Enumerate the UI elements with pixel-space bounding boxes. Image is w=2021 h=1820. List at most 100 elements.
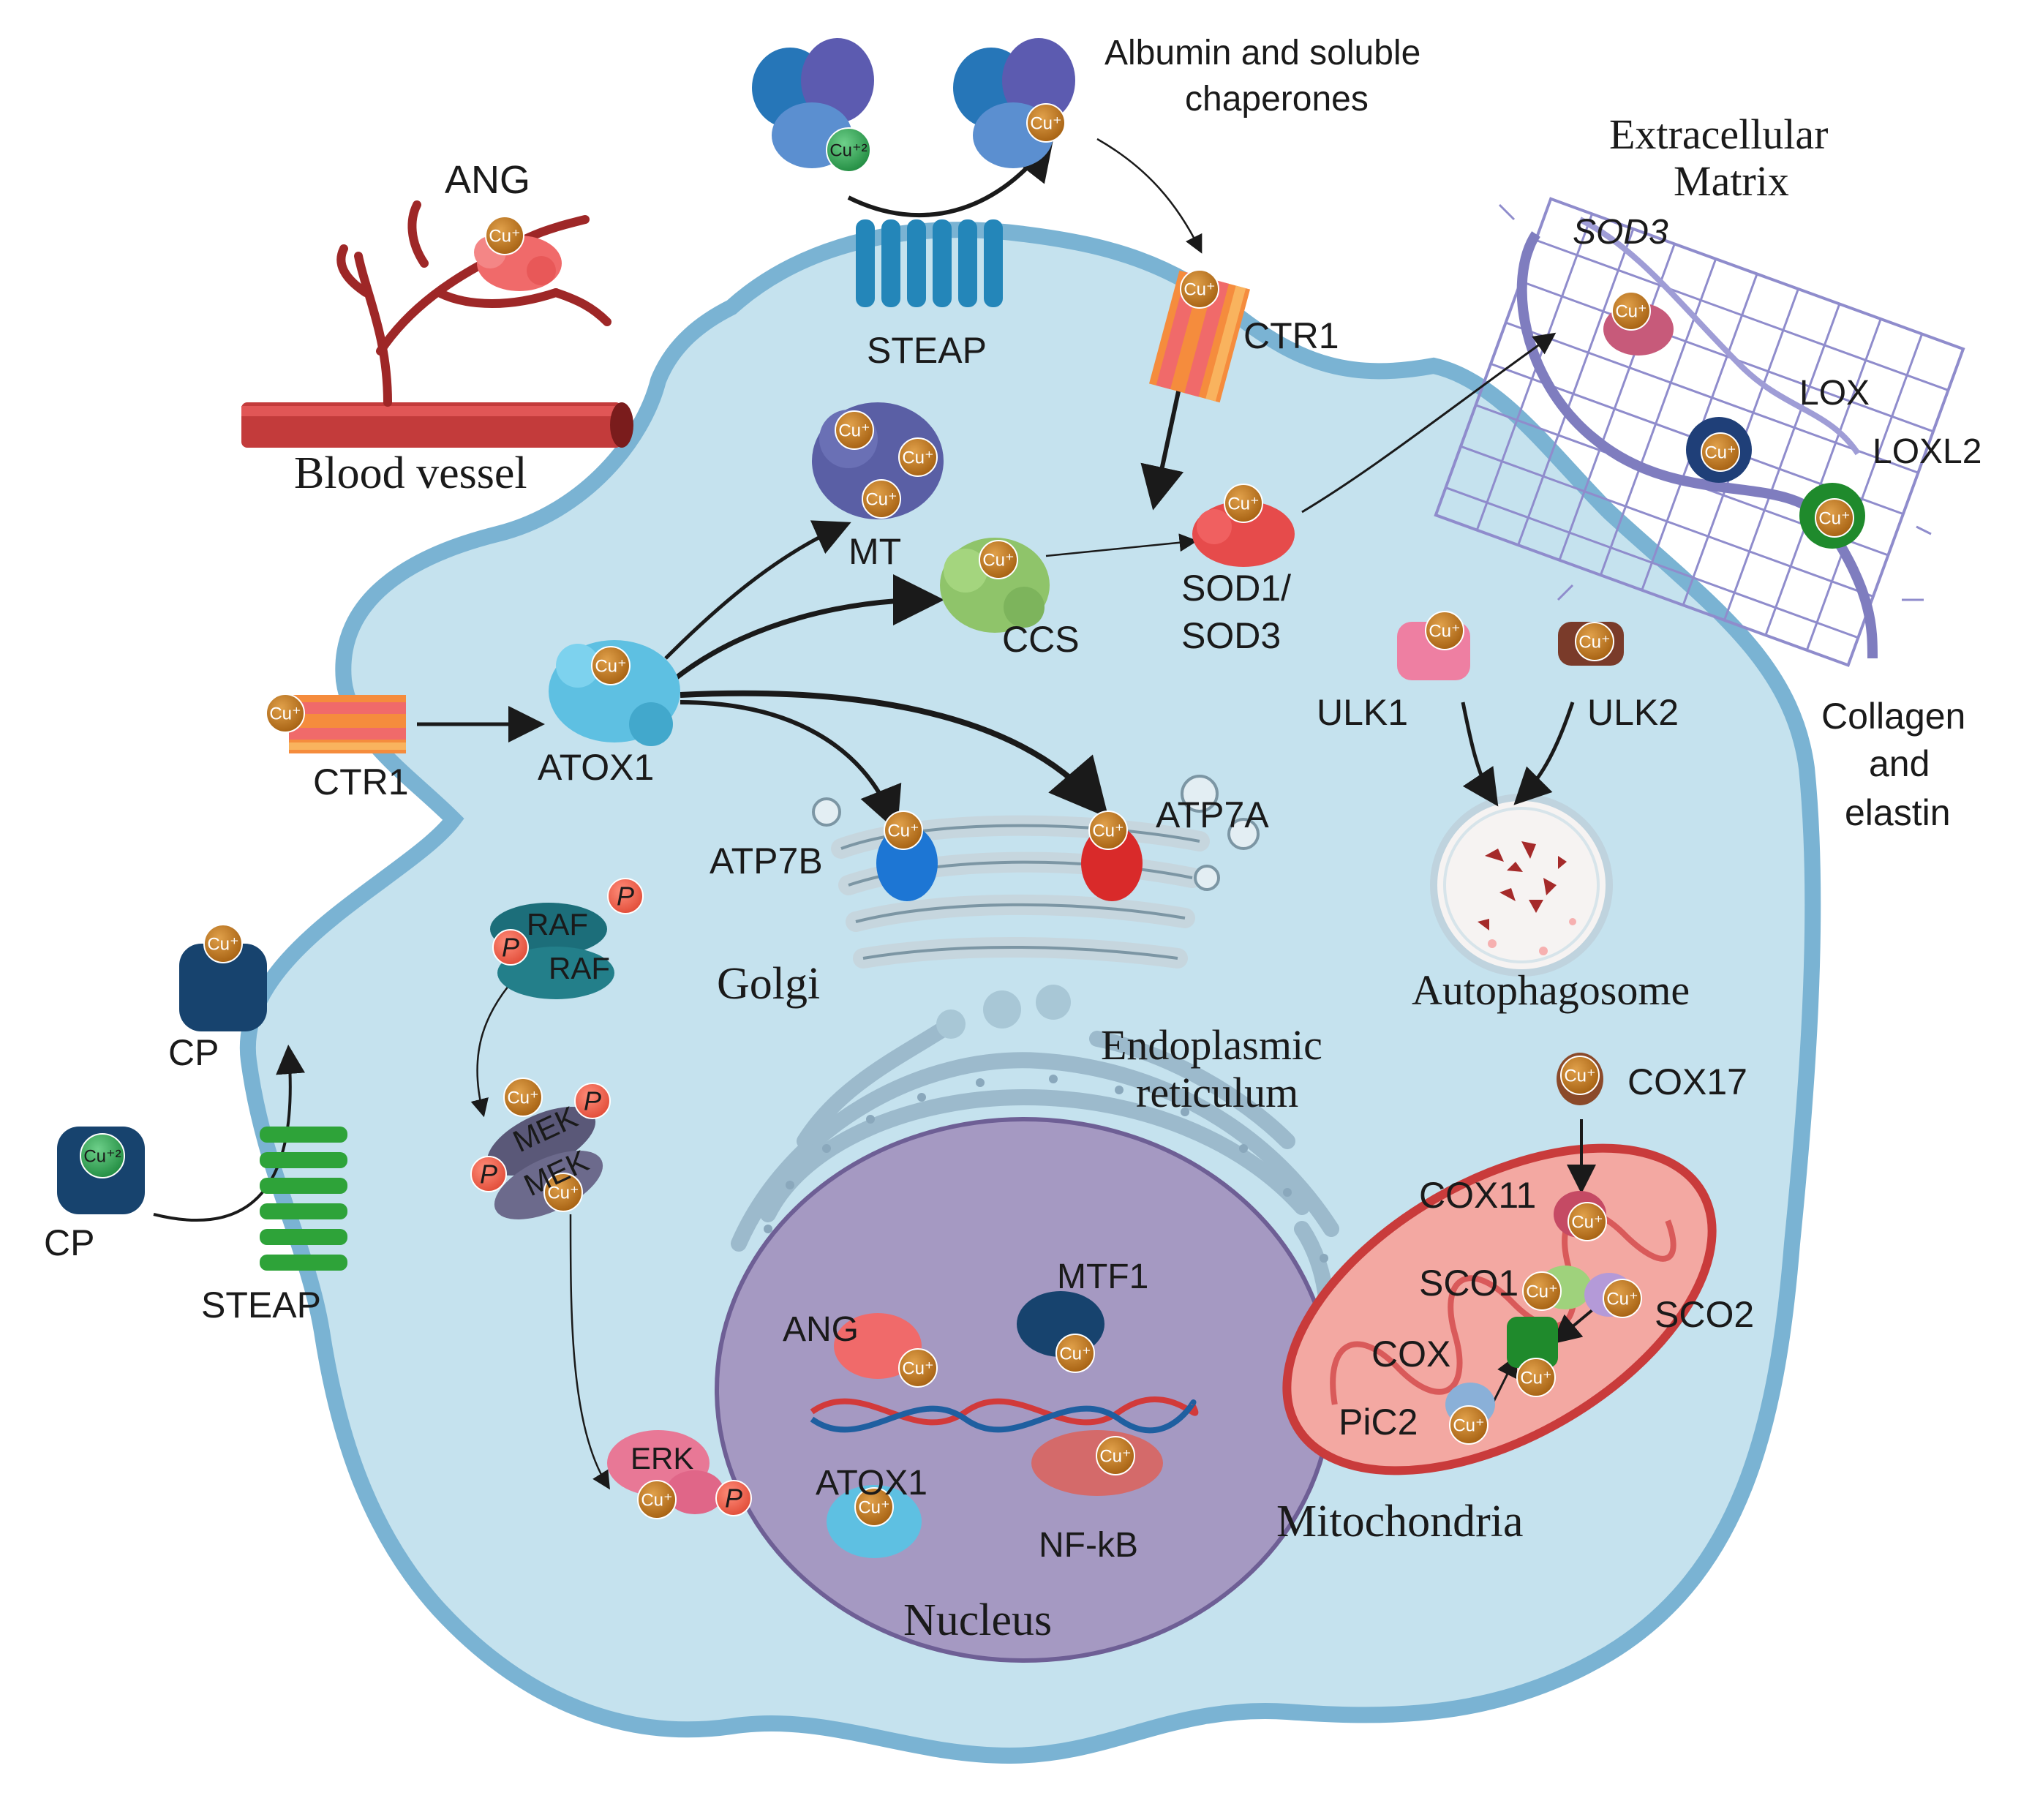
copper-ion-22: Cu⁺ xyxy=(898,1348,938,1388)
copper-ion-29-label: Cu⁺ xyxy=(1606,1289,1638,1309)
copper-ion-25-label: Cu⁺ xyxy=(1099,1446,1131,1466)
label-sod3-ecm: SOD3 xyxy=(1573,213,1668,252)
copper-ion-17: Cu⁺ xyxy=(1088,811,1128,850)
phosphate-2: P xyxy=(492,929,529,966)
copper-ion-4: Cu⁺ xyxy=(835,410,874,450)
copper-ion-2plus-2: Cu⁺² xyxy=(80,1133,125,1178)
label-blood-vessel: Blood vessel xyxy=(294,448,527,498)
copper-ion-27: Cu⁺ xyxy=(1568,1202,1607,1241)
cox-protein xyxy=(1507,1317,1558,1368)
copper-ion-28: Cu⁺ xyxy=(1522,1271,1562,1311)
er-ribosomes xyxy=(764,1075,1328,1263)
label-sod3: SOD3 xyxy=(1181,615,1282,656)
label-chaperones: chaperones xyxy=(1185,80,1369,119)
label-and: and xyxy=(1869,743,1930,784)
label-mt: MT xyxy=(848,531,902,572)
copper-ion-5: Cu⁺ xyxy=(898,437,938,477)
steap-transporter-left xyxy=(260,1127,347,1271)
copper-ion-2plus-1: Cu⁺² xyxy=(826,127,871,173)
label-mitochondria: Mitochondria xyxy=(1276,1497,1524,1546)
label-er2: reticulum xyxy=(1136,1069,1299,1116)
autophagosome xyxy=(1430,794,1613,977)
label-autophagosome: Autophagosome xyxy=(1412,966,1690,1014)
copper-ion-11: Cu⁺ xyxy=(1815,498,1854,538)
mitochondria xyxy=(1282,1143,1717,1475)
label-raf-2: RAF xyxy=(549,951,610,985)
label-ulk2: ULK2 xyxy=(1587,692,1679,733)
copper-ion-9: Cu⁺ xyxy=(1611,291,1651,331)
label-ang-nucleus: ANG xyxy=(783,1310,859,1349)
label-atp7b: ATP7B xyxy=(710,841,823,881)
label-cox17: COX17 xyxy=(1627,1061,1747,1102)
label-ccs: CCS xyxy=(1002,619,1080,660)
phosphate-2-label: P xyxy=(502,933,519,963)
copper-ion-31-label: Cu⁺ xyxy=(1453,1415,1484,1435)
label-mtf1: MTF1 xyxy=(1057,1257,1149,1296)
copper-ion-20: Cu⁺ xyxy=(543,1173,583,1212)
phosphate-1: P xyxy=(607,878,644,914)
label-cox11: COX11 xyxy=(1419,1175,1537,1216)
copper-ion-1-label: Cu⁺ xyxy=(489,226,520,246)
label-atox1-nucleus: ATOX1 xyxy=(816,1464,927,1503)
copper-ion-26: Cu⁺ xyxy=(1560,1056,1600,1095)
steap-transporter-top xyxy=(856,219,1003,307)
label-ctr1-left: CTR1 xyxy=(313,762,409,802)
copper-ion-1: Cu⁺ xyxy=(485,216,524,255)
label-atp7a: ATP7A xyxy=(1156,794,1269,835)
label-ctr1-top: CTR1 xyxy=(1243,315,1339,356)
copper-ion-24: Cu⁺ xyxy=(854,1487,894,1527)
atox1-protein xyxy=(549,640,680,746)
erk-protein xyxy=(607,1430,724,1514)
phosphate-5: P xyxy=(715,1480,752,1516)
copper-ion-13: Cu⁺ xyxy=(266,693,305,733)
copper-ion-3: Cu⁺ xyxy=(1180,269,1219,309)
phosphate-3: P xyxy=(574,1083,611,1119)
copper-ion-22-label: Cu⁺ xyxy=(902,1358,933,1378)
copper-ion-14: Cu⁺ xyxy=(1425,611,1464,650)
copper-ion-19-label: Cu⁺ xyxy=(507,1088,538,1108)
label-sco1: SCO1 xyxy=(1419,1263,1519,1304)
copper-ion-31: Cu⁺ xyxy=(1449,1405,1489,1445)
copper-ion-2plus-1-label: Cu⁺² xyxy=(829,140,867,160)
copper-ion-18-label: Cu⁺ xyxy=(207,934,238,954)
copper-ion-12: Cu⁺ xyxy=(591,646,631,685)
label-nucleus: Nucleus xyxy=(903,1595,1053,1645)
label-atox1: ATOX1 xyxy=(538,747,655,788)
copper-ion-24-label: Cu⁺ xyxy=(858,1497,889,1517)
label-extracellular: Extracellular xyxy=(1609,110,1829,158)
copper-ion-9-label: Cu⁺ xyxy=(1615,301,1646,321)
vesicles xyxy=(936,985,1071,1039)
copper-ion-8-label: Cu⁺ xyxy=(1227,494,1259,514)
label-pic2: PiC2 xyxy=(1339,1402,1418,1443)
label-steap-top: STEAP xyxy=(867,330,987,371)
label-cp-bottom: CP xyxy=(44,1222,95,1263)
ccs-protein xyxy=(940,538,1050,633)
copper-ion-10: Cu⁺ xyxy=(1701,432,1740,472)
blood-vessel-illustration xyxy=(241,200,633,448)
copper-ion-21: Cu⁺ xyxy=(637,1480,677,1519)
copper-ion-5-label: Cu⁺ xyxy=(902,448,933,467)
copper-ion-29: Cu⁺ xyxy=(1603,1279,1642,1318)
copper-ion-10-label: Cu⁺ xyxy=(1704,443,1736,462)
copper-ion-11-label: Cu⁺ xyxy=(1818,508,1850,528)
copper-ion-16: Cu⁺ xyxy=(884,811,923,850)
phosphate-1-label: P xyxy=(617,881,634,911)
copper-ion-16-label: Cu⁺ xyxy=(887,821,919,841)
copper-ion-23: Cu⁺ xyxy=(1055,1334,1095,1373)
copper-ion-17-label: Cu⁺ xyxy=(1092,821,1124,841)
copper-ion-25: Cu⁺ xyxy=(1096,1436,1135,1475)
copper-ion-7-label: Cu⁺ xyxy=(982,550,1014,570)
extracellular-matrix xyxy=(1434,197,1965,667)
label-steap-left: STEAP xyxy=(201,1285,321,1325)
copper-ion-8: Cu⁺ xyxy=(1224,484,1263,523)
phosphate-4: P xyxy=(470,1156,507,1192)
copper-ion-28-label: Cu⁺ xyxy=(1526,1282,1557,1301)
label-ulk1: ULK1 xyxy=(1317,692,1409,733)
copper-ion-23-label: Cu⁺ xyxy=(1059,1344,1091,1364)
label-lox: LOX xyxy=(1799,374,1870,413)
label-collagen: Collagen xyxy=(1821,696,1966,737)
label-golgi: Golgi xyxy=(717,959,821,1009)
copper-ion-2plus-2-label: Cu⁺² xyxy=(83,1146,121,1166)
